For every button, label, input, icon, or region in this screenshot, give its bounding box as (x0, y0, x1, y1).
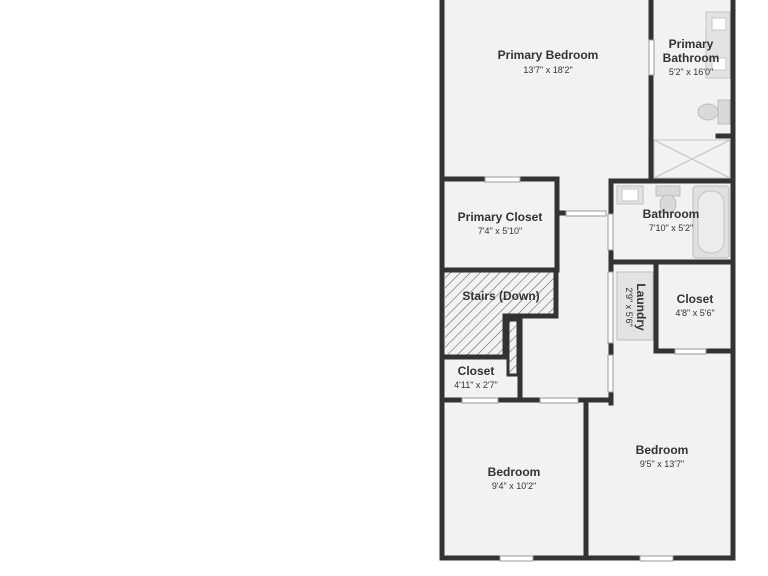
closet-right-label: Closet (677, 292, 714, 306)
bathroom-label: Bathroom (643, 207, 700, 221)
closet-left-dims: 4'11" x 2'7" (454, 380, 498, 390)
primary-bedroom-label: Primary Bedroom (498, 48, 599, 62)
closet-right-dims: 4'8" x 5'6" (675, 308, 714, 318)
windows (461, 39, 707, 562)
laundry-label: Laundry (634, 283, 648, 331)
primary-bathroom-label: Primary (669, 37, 714, 51)
laundry-machine-icon (616, 271, 654, 341)
bathroom-dims: 7'10" x 5'2" (649, 223, 693, 233)
primary-closet-dims: 7'4" x 5'10" (478, 226, 522, 236)
primary-bathroom-dims: 5'2" x 16'0" (669, 67, 713, 77)
stair-rail (506, 318, 520, 377)
toilet-tank-icon (717, 99, 731, 125)
bedroom-right-dims: 9'5" x 13'7" (640, 459, 684, 469)
toilet-bowl-icon (697, 103, 719, 121)
closet-left-label: Closet (458, 364, 495, 378)
fixtures (616, 11, 731, 341)
walls (439, 0, 736, 561)
laundry-dims: 2'9" x 5'6" (624, 287, 634, 326)
stairs-label: Stairs (Down) (462, 289, 539, 303)
sink-basin-icon (711, 17, 727, 31)
primary-bathroom-label-2: Bathroom (663, 51, 720, 65)
bedroom-right-label: Bedroom (636, 443, 689, 457)
bedroom-left-dims: 9'4" x 10'2" (492, 481, 536, 491)
sink-basin-icon (711, 57, 727, 71)
bedroom-left-label: Bedroom (488, 465, 541, 479)
stairs-area (445, 272, 556, 355)
primary-closet-label: Primary Closet (458, 210, 543, 224)
primary-bedroom-dims: 13'7" x 18'2" (523, 65, 572, 75)
